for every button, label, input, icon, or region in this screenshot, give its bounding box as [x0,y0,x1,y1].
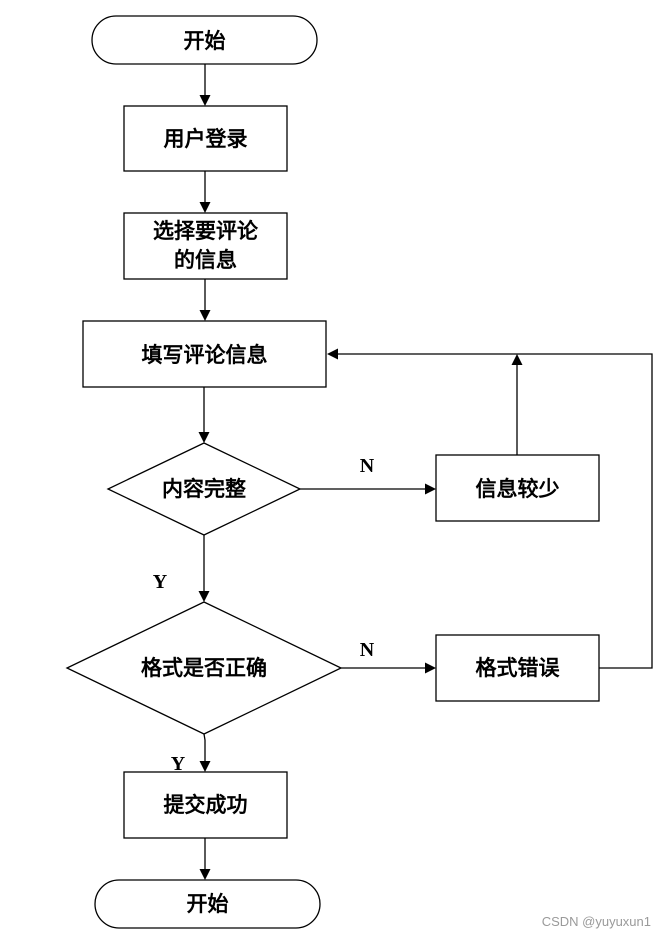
content-yes-label: Y [153,571,168,593]
edge-login-to-select-arrowhead [199,202,211,213]
edge-format-error-loop-arrowhead [327,348,338,360]
edge-content-yes-arrowhead [198,591,210,602]
format-yes-label: Y [171,753,186,775]
edge-start-to-login-arrowhead [199,95,211,106]
edge-select-to-fill-arrowhead [199,310,211,321]
content-complete-label: 内容完整 [162,476,246,501]
content-no-label: N [360,455,375,477]
submit-success-label: 提交成功 [164,792,248,817]
edge-short-up-arrowhead [511,354,523,365]
end-terminal [94,879,321,929]
format-correct-label: 格式是否正确 [141,655,267,680]
select-info-box [123,212,288,280]
edge-fill-to-content-check-arrowhead [198,432,210,443]
end-label: 开始 [187,891,229,916]
edge-format-no-arrowhead [425,662,436,674]
edge-submit-to-end-arrowhead [199,869,211,880]
info-too-short-box [435,454,600,522]
submit-success-box [123,771,288,839]
info-too-short-label: 信息较少 [476,476,560,501]
format-error-label: 格式错误 [476,655,561,680]
select-info-label-line1: 选择要评论 [153,218,259,243]
edge-format-error-loop [338,353,653,669]
fill-comment-label: 填写评论信息 [142,342,268,367]
edge-content-no-arrowhead [425,483,436,495]
login-box [123,105,288,172]
fill-comment-box [82,320,327,388]
edge-format-yes-arrowhead [199,761,211,772]
login-label: 用户登录 [164,126,248,151]
edge-format-yes [203,733,206,763]
format-no-label: N [360,639,375,661]
watermark-text: CSDN @yuyuxun1 [541,914,651,929]
select-info-label-line2: 的信息 [174,247,237,272]
start-label: 开始 [184,28,226,53]
